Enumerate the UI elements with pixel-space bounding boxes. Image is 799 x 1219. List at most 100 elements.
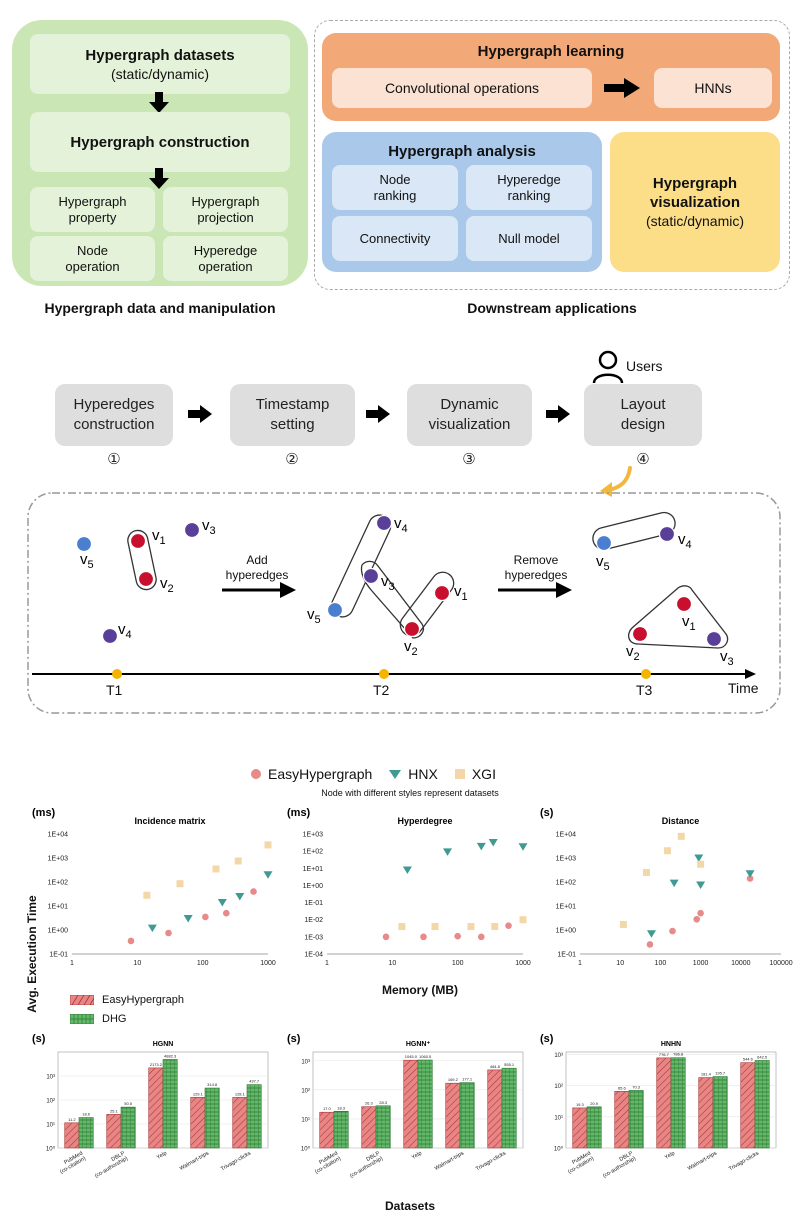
bar-value-label: 25.1 <box>110 1108 119 1113</box>
chart-title: HGNN <box>153 1041 174 1048</box>
learning-title: Hypergraph learning <box>477 42 625 60</box>
legend-grid-green-icon <box>70 1014 94 1024</box>
step-number-4: ④ <box>636 451 650 468</box>
bar-value-label: 18.3 <box>337 1105 346 1110</box>
x-tick-label: 100 <box>655 960 667 967</box>
bar-value-label: 642.5 <box>757 1054 768 1059</box>
x-tick-label: Yelp <box>156 1151 168 1161</box>
y-tick-label: 10¹ <box>554 1115 563 1121</box>
data-point-hnx <box>443 848 453 856</box>
legend-triangle-icon <box>389 770 402 779</box>
property-box: Hypergraph property <box>30 187 155 232</box>
vis-title1: Hypergraph <box>652 175 738 192</box>
node-op-line2: operation <box>65 258 120 274</box>
y-tick-label: 10² <box>46 1099 55 1105</box>
y-tick-label: 10⁰ <box>46 1146 56 1153</box>
y-tick-label: 1E+02 <box>48 880 69 887</box>
legend-hnx: HNX <box>408 766 438 782</box>
bar-easyhypergraph <box>698 1077 714 1149</box>
right-arrow-icon <box>188 405 212 423</box>
step-layout-design: Layout design <box>584 384 702 446</box>
node-label-v1: v1 <box>152 527 166 547</box>
add-hyperedges-label: Add hyperedges <box>222 548 292 588</box>
bar-dhg <box>670 1057 686 1149</box>
y-tick-label: 1E+03 <box>303 832 324 839</box>
bar-easyhypergraph <box>487 1069 503 1149</box>
data-point-xgi <box>467 923 475 931</box>
legend-square-icon <box>454 769 465 779</box>
data-point-xgi <box>143 891 151 899</box>
bar-value-label: 28.3 <box>379 1100 388 1105</box>
datasets-axis-label: Datasets <box>384 1199 436 1213</box>
bar-easyhypergraph <box>361 1106 377 1149</box>
remove-line2: hyperedges <box>504 568 568 582</box>
y-tick-label: 1E+00 <box>48 928 69 935</box>
node-label-v2: v2 <box>160 575 174 595</box>
data-point-easyhypergraph <box>250 888 257 895</box>
chart-unit: (s) <box>540 807 554 819</box>
node-label-v4: v4 <box>678 531 692 551</box>
node-label-v5: v5 <box>596 553 610 573</box>
node-v2 <box>403 620 421 638</box>
x-tick-label: PubMed(co-citation) <box>311 1150 342 1175</box>
y-tick-label: 1E+01 <box>303 866 324 873</box>
data-point-hnx <box>694 854 704 862</box>
bar-value-label: 484.8 <box>490 1064 501 1069</box>
data-point-hnx <box>646 930 656 938</box>
legend-easy: EasyHypergraph <box>268 766 373 782</box>
y-tick-label: 1E+00 <box>556 928 577 935</box>
x-tick-label: 100 <box>452 960 464 967</box>
y-tick-label: 1E+04 <box>556 832 577 839</box>
legend-bar-dhg: DHG <box>102 1013 127 1025</box>
bar-easyhypergraph <box>572 1107 588 1149</box>
conv-box: Convolutional operations <box>332 68 592 108</box>
step4-line1: Layout <box>620 396 666 413</box>
y-tick-label: 10² <box>301 1088 310 1094</box>
x-tick-label: 1 <box>70 960 74 967</box>
data-point-hnx <box>217 898 227 907</box>
y-tick-label: 10¹ <box>46 1123 55 1129</box>
bar-value-label: 129.1 <box>193 1091 204 1096</box>
data-point-xgi <box>212 865 220 873</box>
y-tick-label: 1E-04 <box>304 952 323 959</box>
vis-title2: visualization <box>649 194 741 211</box>
node-v1 <box>675 595 693 613</box>
data-point-hnx <box>235 892 245 901</box>
x-tick-label: 10 <box>133 960 141 967</box>
data-point-xgi <box>697 860 705 868</box>
construction-box: Hypergraph construction <box>30 112 290 172</box>
y-tick-label: 10³ <box>46 1075 55 1081</box>
node-v3 <box>362 567 380 585</box>
bar-value-label: 2173.2 <box>150 1062 163 1067</box>
hyperedge-ranking-box: Hyperedge ranking <box>466 165 592 210</box>
bar-dhg <box>712 1076 728 1149</box>
chart-title: Incidence matrix <box>134 816 205 826</box>
node-label-v2: v2 <box>626 643 640 663</box>
step-number-1: ① <box>107 451 121 468</box>
bar-value-label: 128.1 <box>235 1091 246 1096</box>
data-point-easyhypergraph <box>746 875 754 882</box>
y-tick-label: 1E+00 <box>303 883 324 890</box>
node-v5 <box>595 534 613 552</box>
x-tick-label: 100000 <box>769 960 792 967</box>
node-label-v5: v5 <box>80 551 94 571</box>
data-point-xgi <box>619 920 627 928</box>
projection-line2: projection <box>197 209 254 225</box>
y-tick-label: 10⁰ <box>554 1146 564 1153</box>
node-v5 <box>75 535 93 553</box>
x-tick-label: DBLP(co-authorship) <box>599 1150 637 1179</box>
user-icon <box>592 350 624 384</box>
projection-box: Hypergraph projection <box>163 187 288 232</box>
bar-easyhypergraph <box>403 1059 419 1149</box>
projection-line1: Hypergraph <box>191 193 260 209</box>
bar-value-label: 555.1 <box>504 1062 515 1067</box>
edge-op-line2: operation <box>198 258 253 274</box>
node-v1 <box>433 584 451 602</box>
y-tick-label: 1E+01 <box>48 904 69 911</box>
node-label-v1: v1 <box>682 613 696 633</box>
step-hyperedges-construction: Hyperedges construction <box>55 384 173 446</box>
